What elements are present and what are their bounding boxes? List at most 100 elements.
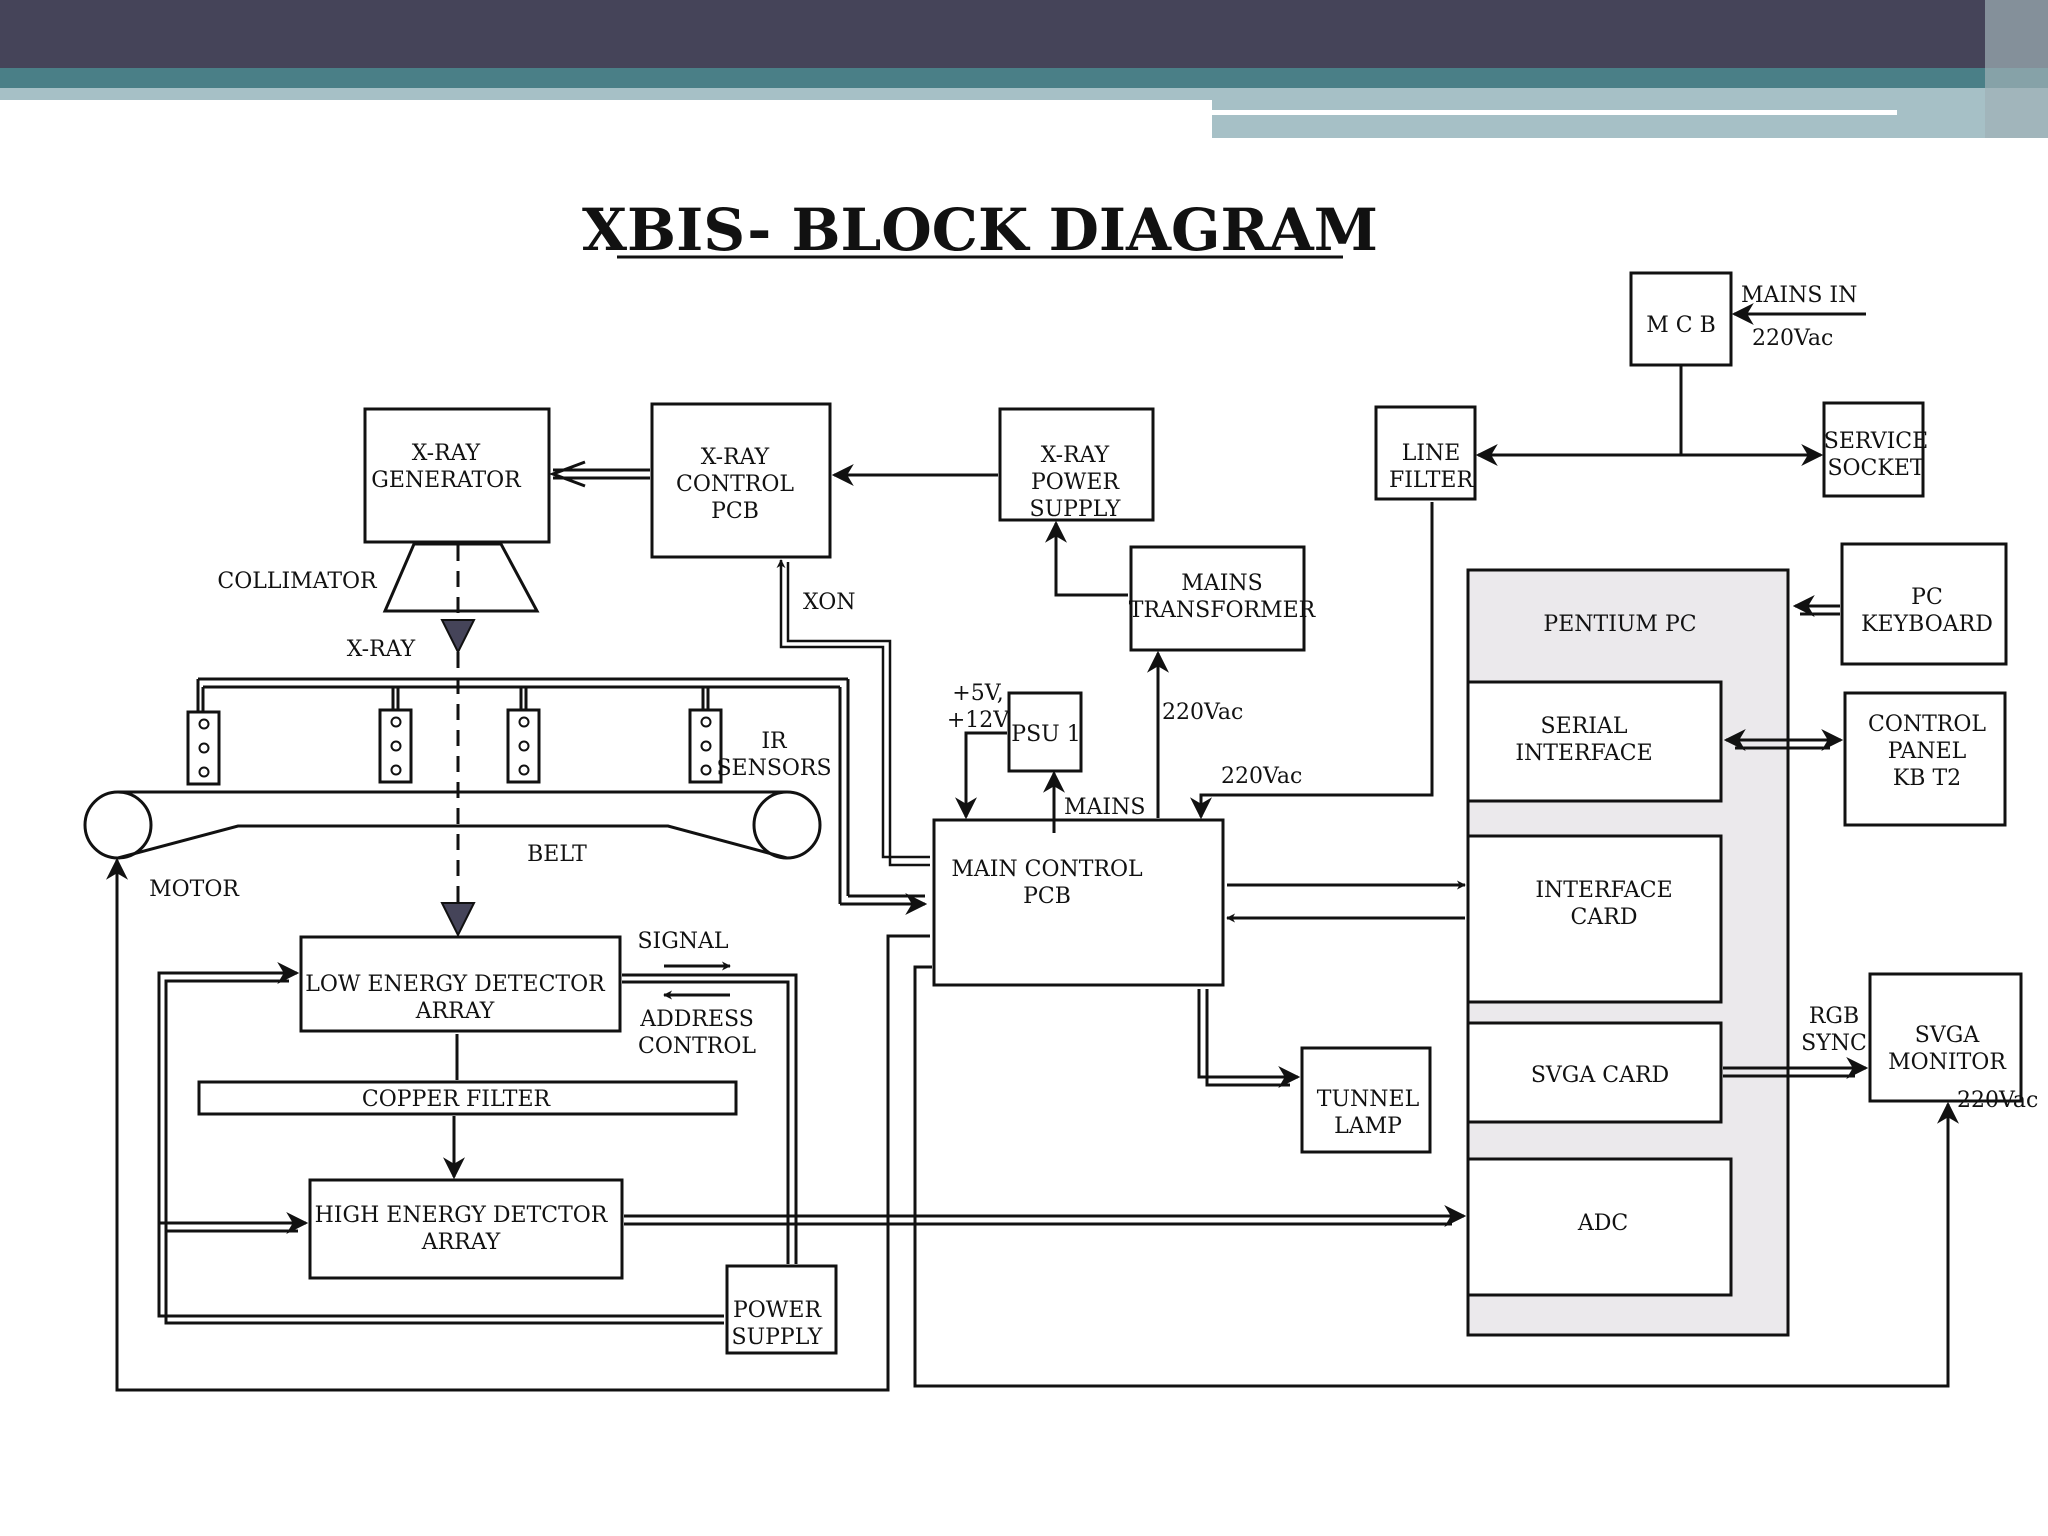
serial-interface-label: SERIAL <box>1541 714 1628 739</box>
signal-label: SIGNAL <box>637 929 728 954</box>
diagram-title: XBIS- BLOCK DIAGRAM <box>582 196 1378 264</box>
vac-monitor-label: 220Vac <box>1957 1088 2038 1113</box>
main-to-tunnel-lamp-b <box>1205 989 1290 1087</box>
xray-generator-label: GENERATOR <box>371 468 522 493</box>
xray-power-supply-label: SUPPLY <box>1030 497 1121 522</box>
mcb-label: M C B <box>1646 313 1716 338</box>
serial-interface-label: INTERFACE <box>1515 741 1652 766</box>
tunnel-lamp-block <box>1300 1046 1432 1154</box>
svga-monitor-block <box>1868 972 2023 1103</box>
xon-line-a <box>776 559 930 859</box>
svga-monitor-label: MONITOR <box>1888 1050 2007 1075</box>
rgb-sync-label: RGB <box>1809 1004 1859 1029</box>
mains-transformer-label: MAINS <box>1181 571 1262 596</box>
high-energy-detector-label: ARRAY <box>421 1230 501 1255</box>
interface-card-block <box>1466 834 1723 1004</box>
pc-keyboard-label: KEYBOARD <box>1861 612 1993 637</box>
belt-bottom <box>117 824 788 860</box>
psu1-block <box>1007 691 1083 773</box>
ir-sensor <box>186 710 221 786</box>
control-panel-label: CONTROL <box>1868 712 1986 737</box>
vac-transformer-label: 220Vac <box>1162 700 1243 725</box>
svga-card-block <box>1466 1021 1723 1124</box>
detector-bus-a <box>622 973 798 1264</box>
detector-bus-b <box>622 980 790 1264</box>
banner-teal-band <box>0 68 2048 88</box>
collimator-label: COLLIMATOR <box>217 569 378 594</box>
xray-label: X-RAY <box>347 637 416 662</box>
service-socket-label: SOCKET <box>1827 456 1924 481</box>
vac-mcb-label: 220Vac <box>1752 326 1833 351</box>
main-control-pcb-block <box>932 818 1225 987</box>
control-panel-block <box>1843 691 2007 827</box>
motor-feed-line <box>106 857 930 1392</box>
banner-edge-stripes <box>1985 0 2048 138</box>
power-feed-a <box>157 962 724 1318</box>
xray-power-supply-block <box>998 407 1155 522</box>
ir-sensors-label: IR <box>761 729 788 754</box>
main-to-monitor-feed <box>913 965 1959 1388</box>
ctrl-to-generator-head <box>548 460 586 488</box>
high-energy-detector-label: HIGH ENERGY DETCTOR <box>315 1203 609 1228</box>
belt-label: BELT <box>527 842 587 867</box>
adc-label: ADC <box>1577 1211 1628 1236</box>
pc-keyboard-block <box>1840 542 2008 666</box>
low-energy-detector-block <box>299 935 622 1033</box>
adc-block <box>1466 1157 1733 1297</box>
psu1-rails-arrow <box>955 731 1007 820</box>
power-feed-b <box>164 979 724 1325</box>
mains-psu-label: MAINS <box>1064 795 1145 820</box>
power-supply-block <box>725 1264 838 1355</box>
xon-label: XON <box>803 590 856 615</box>
xray-generator-label: X-RAY <box>412 441 481 466</box>
supply-rails-label: +12V <box>947 708 1010 733</box>
xray-control-pcb-label: PCB <box>711 499 759 524</box>
interface-card-label: INTERFACE <box>1535 878 1672 903</box>
banner-white-stripe <box>1212 110 1897 115</box>
copper-filter-block <box>197 1080 738 1116</box>
xray-beam-arrow-upper <box>440 619 476 655</box>
xray-control-pcb-label: CONTROL <box>676 472 794 497</box>
rgb-sync-label: SYNC <box>1801 1031 1867 1056</box>
control-panel-label: KB T2 <box>1893 766 1961 791</box>
control-panel-label: PANEL <box>1888 739 1967 764</box>
power-supply-label: SUPPLY <box>732 1325 823 1350</box>
diagram-labels: X-RAYGENERATORX-RAYCONTROLPCBX-RAYPOWERS… <box>149 283 2038 1350</box>
line-filter-label: LINE <box>1402 441 1461 466</box>
serial-interface-block <box>1466 680 1723 803</box>
high-energy-detector-block <box>308 1178 624 1280</box>
xray-generator-block <box>363 407 551 544</box>
tunnel-lamp-label: LAMP <box>1334 1114 1402 1139</box>
svga-card-label: SVGA CARD <box>1531 1063 1669 1088</box>
address-control-label: ADDRESS <box>639 1007 754 1032</box>
svga-monitor-label: SVGA <box>1915 1023 1981 1048</box>
low-energy-detector-label: ARRAY <box>415 999 495 1024</box>
mains-transformer-label: TRANSFORMER <box>1129 598 1317 623</box>
mains-in-label: MAINS IN <box>1741 283 1857 308</box>
collimator-shape <box>382 542 540 613</box>
header-banner <box>0 0 2048 138</box>
xray-control-pcb-label: X-RAY <box>701 445 770 470</box>
main-control-pcb-label: MAIN CONTROL <box>951 857 1143 882</box>
xray-power-supply-label: POWER <box>1031 470 1121 495</box>
xon-line-b <box>786 562 930 867</box>
main-to-tunnel-lamp-a <box>1197 989 1301 1088</box>
address-control-label: CONTROL <box>638 1034 756 1059</box>
line-filter-block <box>1374 405 1477 501</box>
pc-keyboard-label: PC <box>1911 585 1943 610</box>
xray-beam-arrow-lower <box>440 902 476 938</box>
copper-filter-label: COPPER FILTER <box>362 1087 552 1112</box>
mains-transformer-block <box>1129 545 1306 652</box>
ir-sensors-label: SENSORS <box>716 756 831 781</box>
belt-roller-left <box>83 790 153 860</box>
line-filter-to-main <box>1190 502 1434 820</box>
power-supply-label: POWER <box>733 1298 823 1323</box>
service-socket-block <box>1822 401 1925 498</box>
service-socket-label: SERVICE <box>1824 429 1928 454</box>
xray-power-supply-label: X-RAY <box>1041 443 1110 468</box>
belt-roller-right <box>752 790 822 860</box>
ir-sensor <box>688 708 723 784</box>
banner-light-band <box>0 88 1212 100</box>
interface-card-label: CARD <box>1571 905 1638 930</box>
